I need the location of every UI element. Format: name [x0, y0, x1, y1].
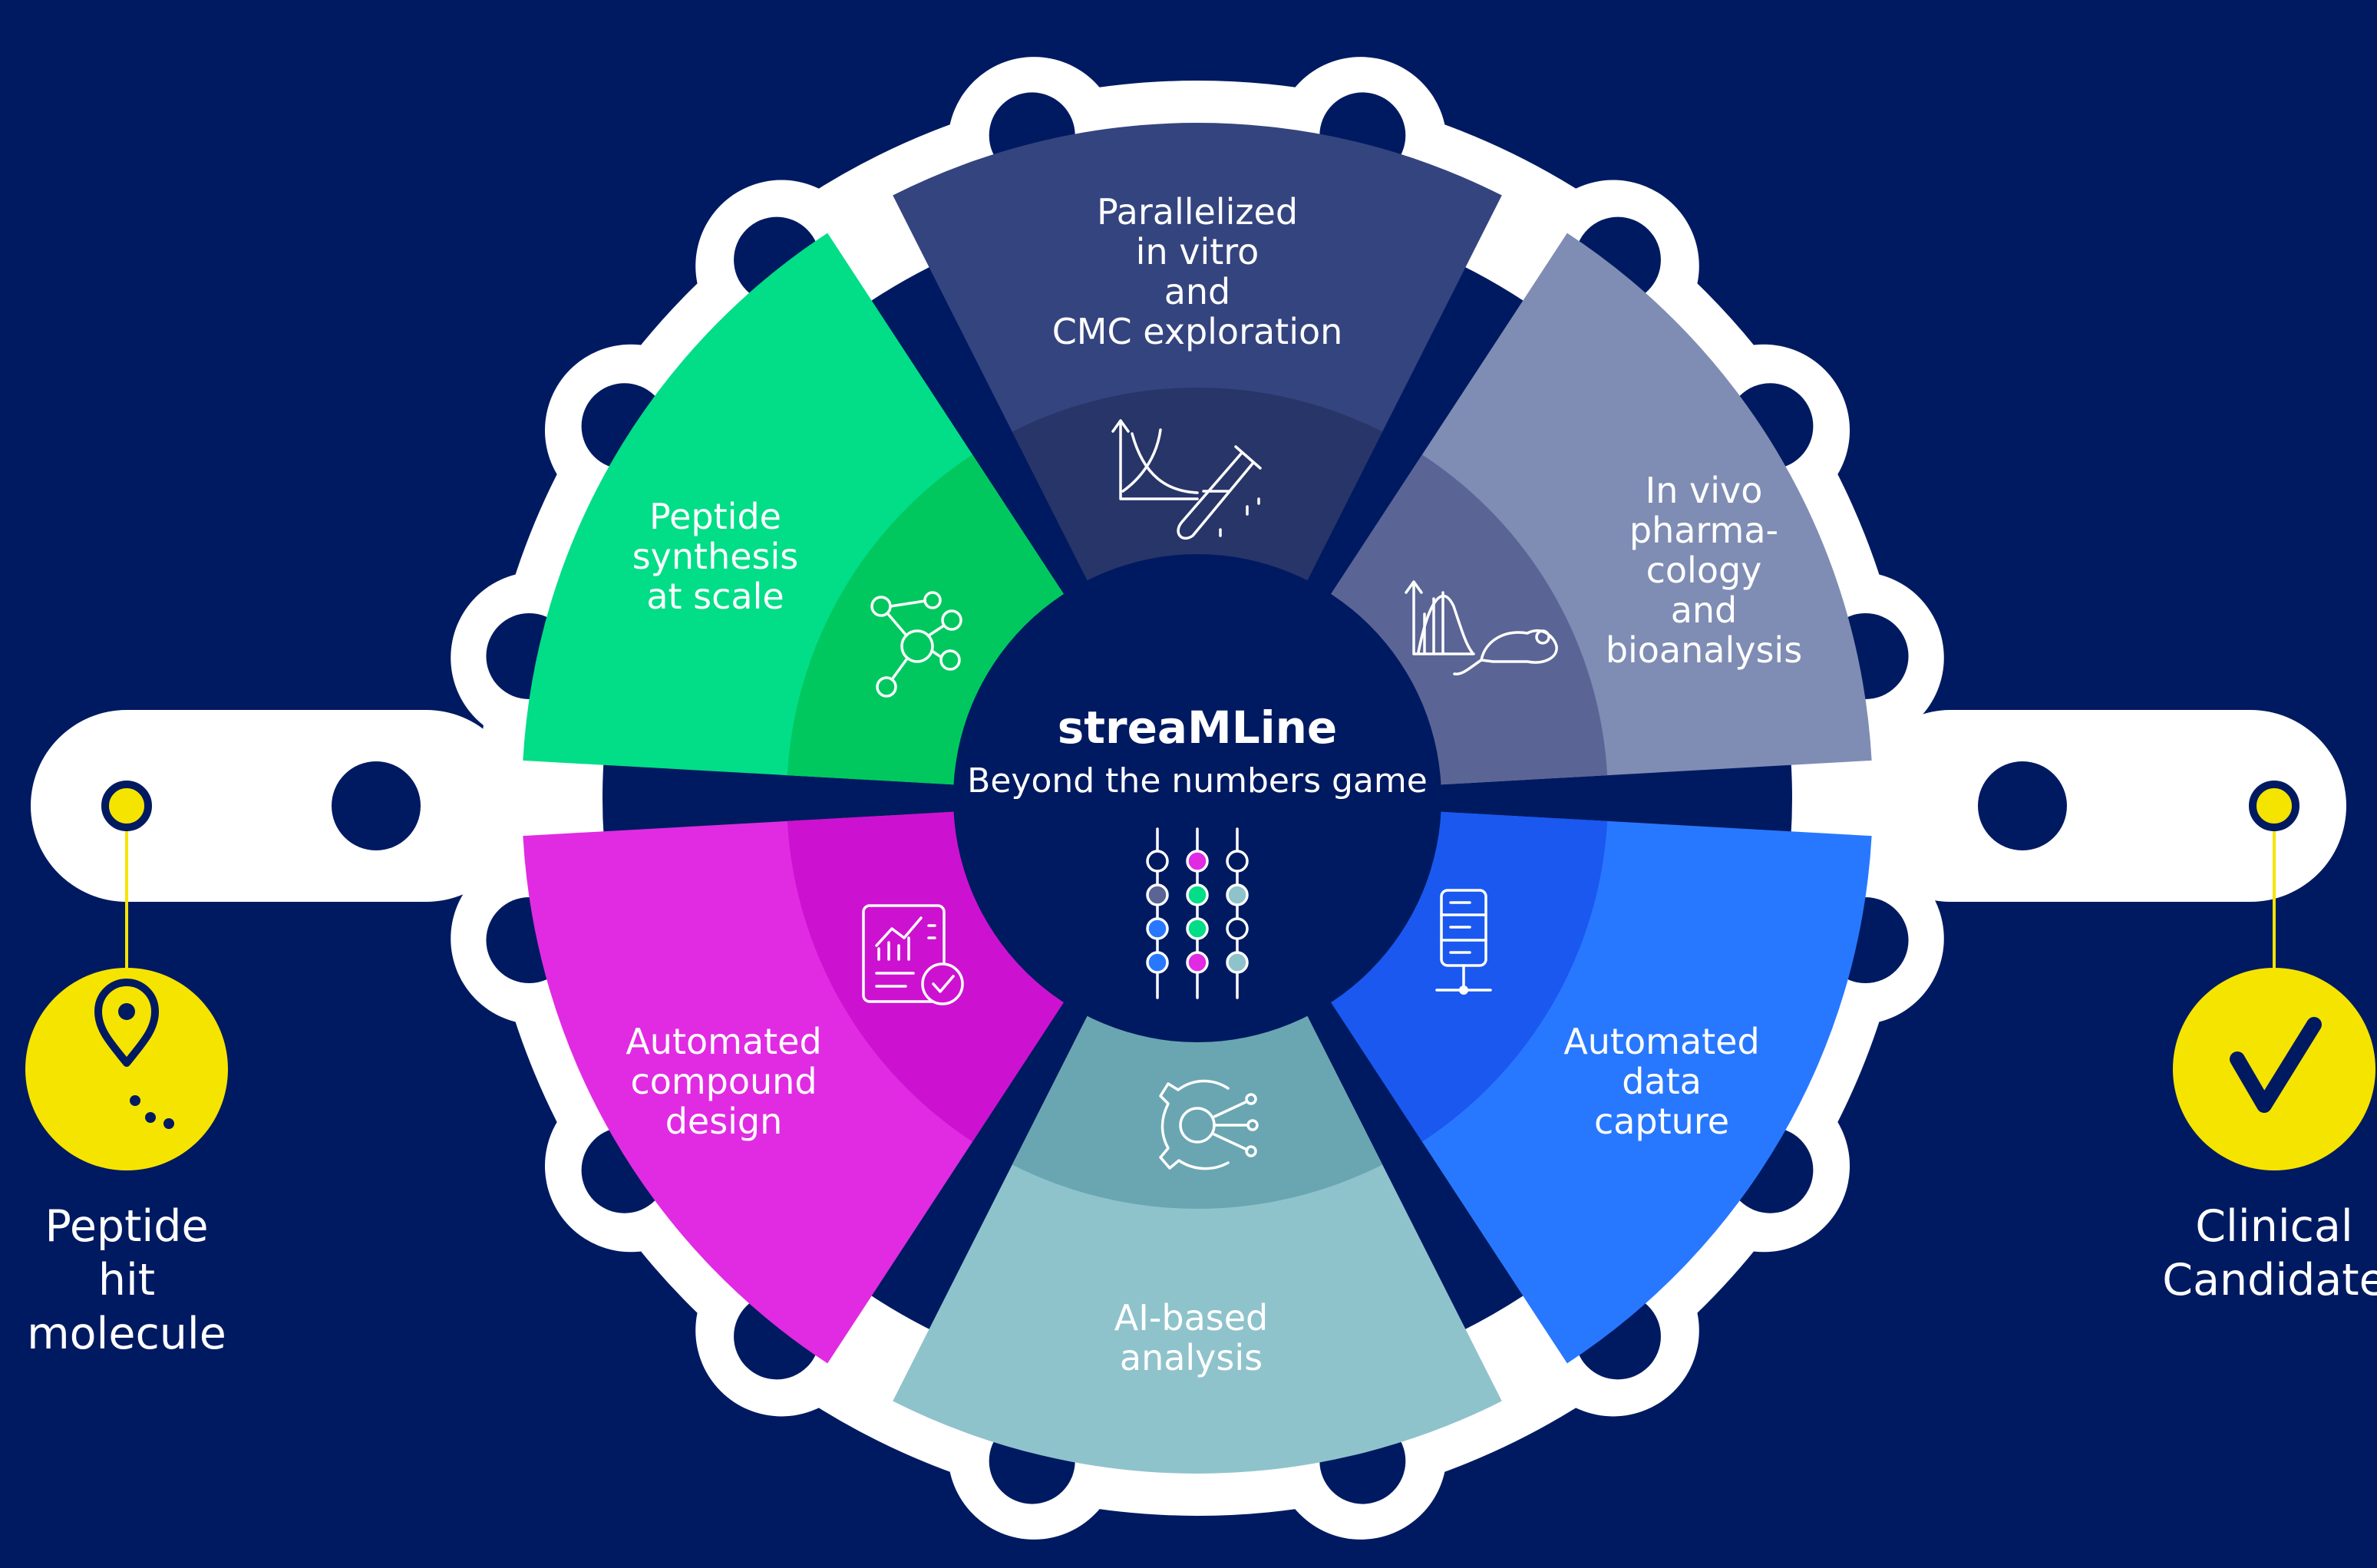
segment-label-line: Automated: [1563, 1021, 1759, 1062]
segment-left-top: [523, 233, 1068, 785]
segment-inner-right-bottom: [1327, 811, 1608, 1142]
start-badge: [25, 968, 228, 1170]
segment-bottom: [893, 1010, 1502, 1474]
chain-link-right: [1855, 710, 2346, 902]
segment-label-line: at scale: [646, 576, 784, 617]
segments: [523, 123, 1872, 1474]
start-label-line-2: hit: [98, 1255, 155, 1306]
segment-label-line: design: [665, 1101, 783, 1142]
segment-label-line: Parallelized: [1097, 191, 1298, 233]
chain-roller-hole: [332, 761, 421, 850]
end-pin-dot: [2249, 781, 2299, 831]
checkmark-icon: [2230, 1017, 2322, 1113]
abacus-icon: [1146, 827, 1249, 999]
segment-label-line: bioanalysis: [1606, 629, 1802, 671]
segment-label-line: data: [1622, 1061, 1702, 1102]
segment-label-line: CMC exploration: [1052, 311, 1343, 352]
segment-label-line: In vivo: [1646, 470, 1763, 511]
segment-label-line: and: [1164, 271, 1231, 312]
segment-right-top: [1327, 233, 1872, 785]
start-pin-dot: [101, 781, 152, 831]
center-disc: [953, 554, 1441, 1042]
assay-graph-test-tube-icon: [1111, 419, 1262, 540]
segment-label-line: capture: [1594, 1101, 1729, 1142]
segment-label-line: and: [1671, 589, 1738, 631]
molecule-icon: [870, 591, 962, 698]
curve-graph-mouse-icon: [1405, 580, 1558, 675]
start-node: Peptide hit molecule: [25, 781, 228, 1359]
segment-inner-right-top: [1327, 454, 1608, 785]
center-title: streaMLine: [1058, 701, 1338, 754]
segment-label-line: in vitro: [1136, 231, 1259, 272]
segment-label-line: pharma-: [1629, 510, 1778, 551]
end-node: Clinical Candidate: [2162, 781, 2377, 1306]
segment-label-line: Peptide: [649, 496, 781, 537]
segment-right-bottom: [1327, 811, 1872, 1364]
segment-top: [893, 123, 1502, 586]
location-pin-icon: [94, 979, 174, 1129]
segment-label-line: synthesis: [632, 536, 799, 577]
ai-gear-circuit-icon: [1159, 1079, 1259, 1170]
center-subtitle: Beyond the numbers game: [967, 761, 1428, 801]
segment-inner-left-top: [787, 454, 1068, 785]
end-label-line-2: Candidate: [2162, 1255, 2377, 1306]
segment-label-line: cology: [1646, 550, 1762, 591]
segment-label-line: AI-based: [1114, 1297, 1269, 1339]
segment-inner-bottom: [1012, 1010, 1383, 1210]
segment-label-line: compound: [630, 1061, 817, 1102]
chain-link-left: [31, 710, 522, 902]
end-badge: [2173, 968, 2375, 1170]
end-label-line-1: Clinical: [2195, 1201, 2353, 1252]
start-label-line-3: molecule: [27, 1309, 226, 1359]
start-label-line-1: Peptide: [45, 1201, 208, 1252]
segment-label-line: analysis: [1120, 1337, 1263, 1378]
chain-roller-hole: [1978, 761, 2067, 850]
server-icon: [1435, 889, 1492, 995]
segment-label-line: Automated: [626, 1021, 821, 1062]
report-chart-check-icon: [862, 904, 964, 1005]
center-hub: streaMLine Beyond the numbers game: [953, 554, 1441, 1042]
segment-inner-top: [1012, 388, 1383, 586]
